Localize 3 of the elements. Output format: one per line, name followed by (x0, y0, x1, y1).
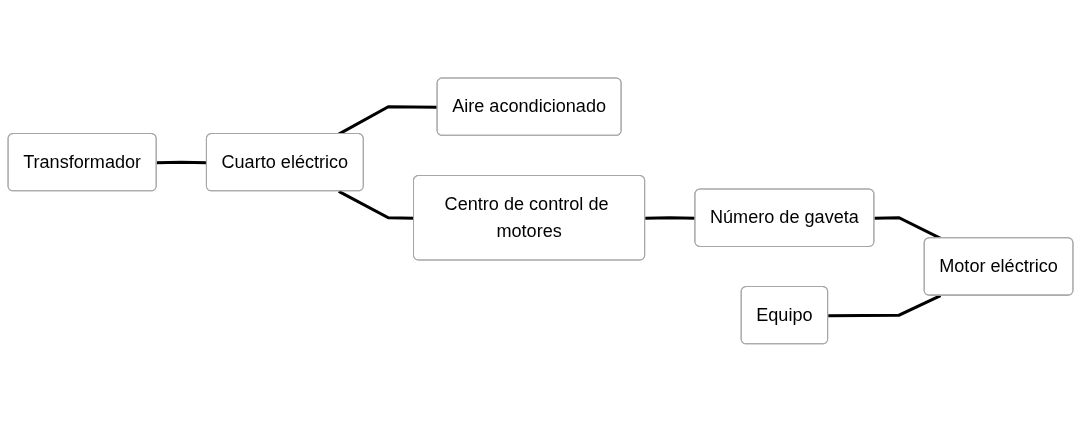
connector (156, 160, 207, 164)
connector (828, 293, 942, 317)
connector (338, 104, 438, 135)
